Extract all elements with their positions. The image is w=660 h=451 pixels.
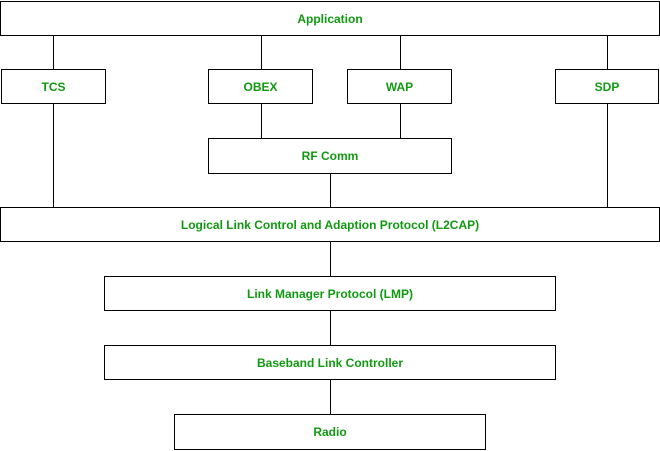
baseband-box: Baseband Link Controller: [104, 345, 556, 380]
rfcomm-box: RF Comm: [208, 138, 452, 174]
radio-label: Radio: [313, 425, 347, 439]
tcs-label: TCS: [41, 79, 66, 94]
wap-box: WAP: [347, 69, 452, 104]
sdp-box: SDP: [555, 69, 659, 104]
wap-label: WAP: [385, 79, 414, 94]
lmp-label: Link Manager Protocol (LMP): [246, 286, 413, 301]
obex-box: OBEX: [208, 69, 313, 104]
obex-label: OBEX: [243, 79, 278, 94]
application-label: Application: [297, 11, 363, 26]
l2cap-box: Logical Link Control and Adaption Protoc…: [0, 207, 660, 242]
tcs-box: TCS: [1, 69, 106, 104]
l2cap-label: Logical Link Control and Adaption Protoc…: [180, 217, 480, 232]
baseband-label: Baseband Link Controller: [256, 355, 404, 370]
lmp-box: Link Manager Protocol (LMP): [104, 276, 556, 311]
sdp-label: SDP: [594, 79, 620, 94]
rfcomm-label: RF Comm: [301, 149, 359, 163]
radio-box: Radio: [174, 414, 486, 450]
application-box: Application: [0, 1, 660, 36]
